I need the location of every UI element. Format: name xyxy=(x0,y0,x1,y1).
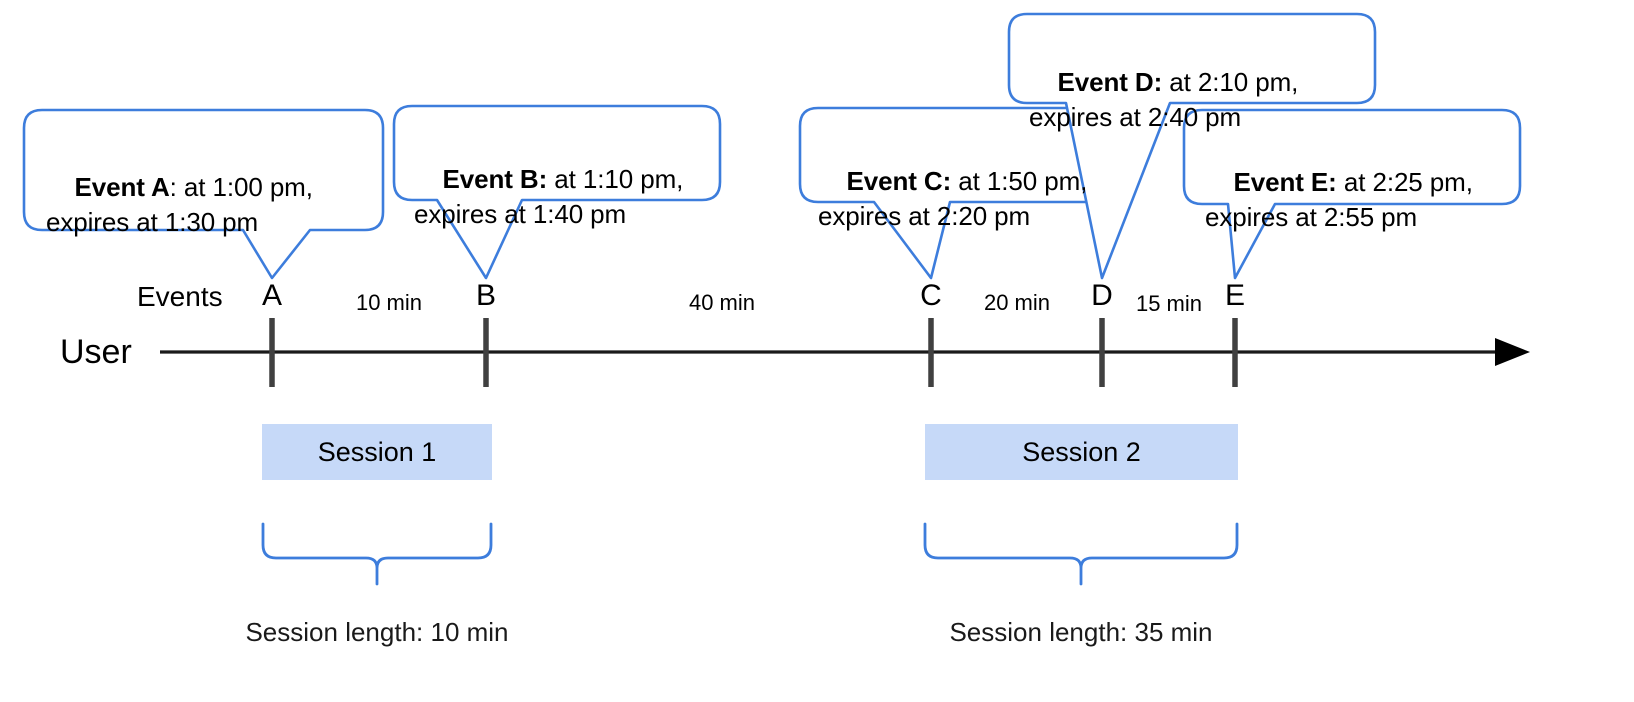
callout-b-line2: expires at 1:40 pm xyxy=(414,198,627,229)
gap-label-bc: 40 min xyxy=(688,290,756,315)
callout-c-rest: at 1:50 pm, xyxy=(951,166,1088,197)
timeline-axis xyxy=(160,338,1530,366)
callout-b-bold: Event B: xyxy=(442,164,548,195)
callout-a-rest: : at 1:00 pm, xyxy=(169,172,313,203)
events-row-label: Events xyxy=(137,281,223,312)
session-box-2: Session 2 xyxy=(925,424,1238,480)
gap-label-cd: 20 min xyxy=(983,290,1051,315)
event-letter-a: A xyxy=(261,279,282,312)
callout-d-bold: Event D: xyxy=(1057,67,1163,98)
callout-c-line2: expires at 2:20 pm xyxy=(818,200,1031,231)
session-2-length-label: Session length: 35 min xyxy=(949,617,1213,647)
callout-d-line2: expires at 2:40 pm xyxy=(1029,101,1242,132)
gap-label-de: 15 min xyxy=(1135,291,1203,316)
callout-d-text: Event D: at 2:10 pm, expires at 2:40 pm xyxy=(1029,31,1298,168)
axis-arrow-head xyxy=(1495,338,1530,366)
session-1-length-label: Session length: 10 min xyxy=(245,617,509,647)
callout-b-rest: at 1:10 pm, xyxy=(547,164,684,195)
event-letter-d: D xyxy=(1091,279,1113,312)
event-letter-e: E xyxy=(1224,279,1245,312)
callout-a-text: Event A: at 1:00 pm, expires at 1:30 pm xyxy=(46,136,313,273)
callout-d-rest: at 2:10 pm, xyxy=(1162,67,1299,98)
session-1-brace xyxy=(261,522,493,586)
gap-label-ab: 10 min xyxy=(355,290,423,315)
event-letter-b: B xyxy=(475,279,496,312)
event-letter-c: C xyxy=(920,279,942,312)
callout-a-line2: expires at 1:30 pm xyxy=(46,206,259,237)
callout-a-bold: Event A xyxy=(74,172,170,203)
session-2-label: Session 2 xyxy=(1022,436,1141,467)
callout-e-bold: Event E: xyxy=(1233,167,1337,198)
session-box-1: Session 1 xyxy=(262,424,492,480)
event-ticks xyxy=(269,318,1238,387)
callout-b-text: Event B: at 1:10 pm, expires at 1:40 pm xyxy=(414,128,683,265)
session-2-brace xyxy=(923,522,1239,586)
callout-e-rest: at 2:25 pm, xyxy=(1336,167,1473,198)
callout-e-text: Event E: at 2:25 pm, expires at 2:55 pm xyxy=(1205,131,1473,268)
callout-c-bold: Event C: xyxy=(846,166,952,197)
callout-c-text: Event C: at 1:50 pm, expires at 2:20 pm xyxy=(818,130,1087,267)
user-actor-label: User xyxy=(60,333,132,371)
callout-e-line2: expires at 2:55 pm xyxy=(1205,201,1418,232)
session-1-label: Session 1 xyxy=(317,436,437,467)
